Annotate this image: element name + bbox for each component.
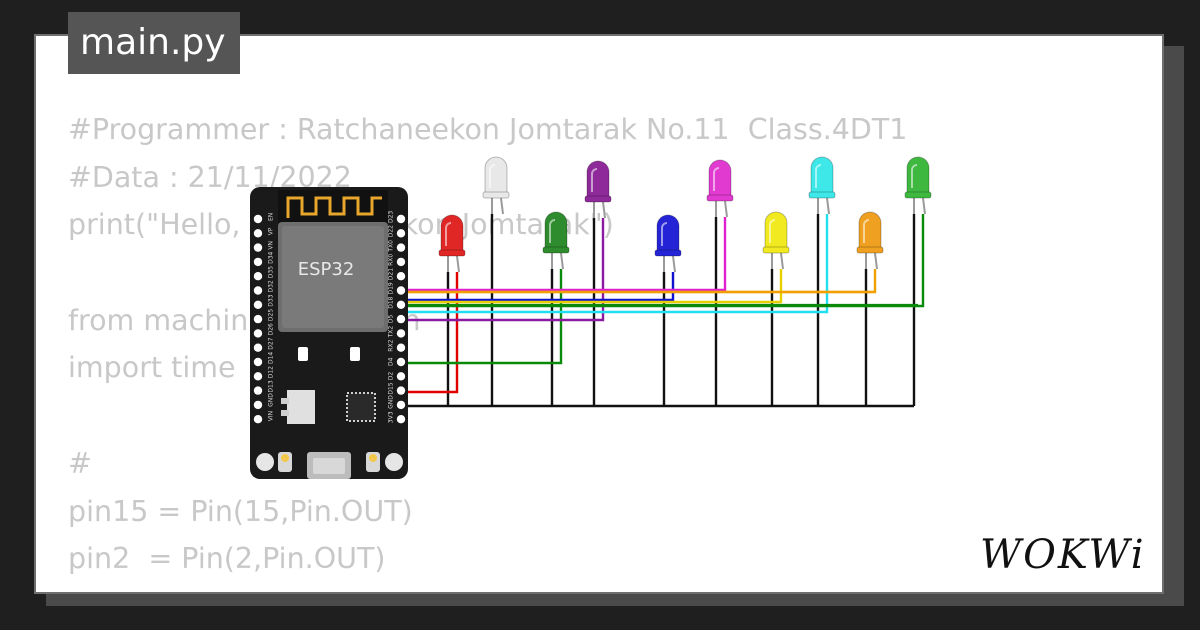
led-magenta[interactable] (706, 159, 734, 218)
left-pin-label: D12 (268, 366, 275, 378)
right-pin[interactable] (396, 400, 406, 410)
file-tab-main-py[interactable]: main.py (68, 12, 240, 74)
code-line: #Programmer : Ratchaneekon Jomtarak No.1… (68, 113, 908, 146)
right-pin-label: D22 (388, 225, 395, 237)
right-pin[interactable] (396, 415, 406, 424)
right-pin[interactable] (396, 343, 406, 352)
right-pin-label: 3V3 (388, 411, 395, 423)
right-pin-label: D5 (388, 314, 395, 323)
left-pin[interactable] (253, 343, 263, 352)
right-pin[interactable] (396, 229, 406, 238)
signal-wire[interactable] (401, 272, 675, 302)
signal-wire[interactable] (401, 214, 829, 314)
left-pin-label: VP (268, 227, 275, 235)
led-blue[interactable] (654, 214, 682, 273)
code-line: pin4 = Pin(4,Pin.OUT) (68, 583, 907, 592)
right-pin[interactable] (396, 386, 406, 395)
signal-wire[interactable] (401, 218, 605, 322)
left-pin[interactable] (253, 372, 263, 381)
editor-card: #Programmer : Ratchaneekon Jomtarak No.1… (34, 34, 1164, 594)
led-purple[interactable] (584, 160, 612, 219)
left-pin-label: D35 (268, 266, 275, 278)
left-pin[interactable] (253, 257, 263, 267)
led-red[interactable] (438, 214, 466, 273)
right-pin-label: TX2 (388, 326, 395, 339)
signal-wire[interactable] (401, 269, 783, 304)
right-pin[interactable] (396, 243, 406, 252)
signal-wire[interactable] (401, 217, 727, 292)
left-pin-label: VN (268, 241, 275, 250)
right-pin[interactable] (396, 372, 406, 381)
code-line: pin15 = Pin(15,Pin.OUT) (68, 494, 413, 528)
signal-wire[interactable] (401, 269, 877, 294)
code-line: pin2 = Pin(2,Pin.OUT) (68, 542, 386, 576)
left-pin[interactable] (253, 400, 263, 410)
left-pin-label: EN (268, 213, 275, 221)
right-pin-label: GND (388, 395, 395, 409)
code-listing: #Programmer : Ratchaneekon Jomtarak No.1… (68, 106, 908, 592)
led-green[interactable] (542, 211, 570, 270)
left-pin[interactable] (253, 386, 263, 395)
right-pin-label: D19 (388, 282, 395, 294)
left-pin[interactable] (253, 214, 263, 224)
left-pin[interactable] (253, 286, 263, 295)
right-pin-label: D4 (388, 357, 395, 366)
left-pin[interactable] (253, 300, 263, 309)
left-pin-label: D34 (268, 251, 275, 263)
right-pin-label: RX0 (388, 254, 395, 266)
left-pin[interactable] (253, 229, 263, 238)
right-pin[interactable] (396, 272, 406, 281)
code-line: import time (68, 351, 236, 385)
left-pin-label: D14 (268, 352, 275, 364)
left-pin-label: VIN (268, 411, 275, 421)
left-pin[interactable] (253, 415, 263, 424)
left-pin[interactable] (253, 329, 263, 338)
left-pin[interactable] (253, 314, 263, 324)
right-pin-label: D18 (388, 296, 395, 308)
right-pin-label: D15 (388, 382, 395, 394)
led-yellow[interactable] (762, 211, 790, 270)
esp32-board[interactable]: ESP32 ENVPVND34D35D32D33D25D26D27D14D12D… (250, 187, 408, 479)
right-pin-label: TX0 (388, 240, 395, 253)
right-pin[interactable] (396, 214, 406, 224)
led-array (438, 156, 932, 273)
left-pin-label: GND (268, 393, 275, 407)
left-pin-label: D26 (268, 323, 275, 335)
right-pin-label: RX2 (388, 339, 395, 351)
led-white[interactable] (482, 156, 510, 215)
led-green[interactable] (904, 156, 932, 215)
right-pin-label: D21 (388, 268, 395, 280)
left-pin-label: D13 (268, 380, 275, 392)
led-cyan[interactable] (808, 156, 836, 215)
wokwi-logo: WOKWi (980, 532, 1146, 578)
right-pin-label: D23 (388, 211, 395, 223)
right-pin[interactable] (396, 357, 406, 367)
right-pin[interactable] (396, 329, 406, 338)
left-pin[interactable] (253, 357, 263, 367)
code-line: # (68, 446, 92, 480)
right-pin[interactable] (396, 257, 406, 267)
left-pin[interactable] (253, 272, 263, 281)
right-pin[interactable] (396, 314, 406, 324)
right-pin[interactable] (396, 300, 406, 309)
left-pin-label: D32 (268, 280, 275, 292)
chip-label: ESP32 (298, 259, 355, 280)
signal-wire[interactable] (401, 269, 563, 365)
left-pin-label: D25 (268, 309, 275, 321)
left-pin-label: D27 (268, 337, 275, 349)
right-pin-label: D2 (388, 372, 395, 381)
wires (256, 214, 925, 408)
left-pin-label: D33 (268, 294, 275, 306)
led-orange[interactable] (856, 211, 884, 270)
right-pin[interactable] (396, 286, 406, 295)
wokwi-logo-text: WOKWi (980, 532, 1146, 578)
left-pin[interactable] (253, 243, 263, 252)
